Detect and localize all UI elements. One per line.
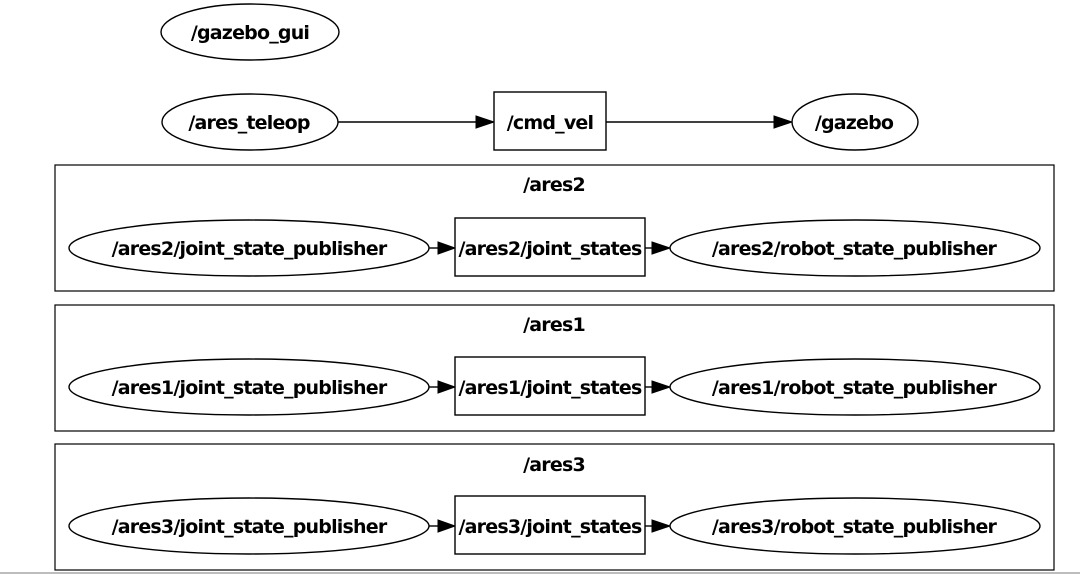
node-ares2-robot-state-publisher-label: /ares2/robot_state_publisher <box>712 238 998 260</box>
cluster-ares1-label: /ares1 <box>523 314 585 336</box>
edge-cmd-vel-to-gazebo <box>606 115 794 129</box>
edge-ares2-publisher-to-joint-states <box>429 241 457 255</box>
node-gazebo[interactable]: /gazebo <box>791 93 919 151</box>
cluster-ares3: /ares3 /ares3/joint_state_publisher /are… <box>54 443 1055 571</box>
cluster-ares2-label: /ares2 <box>523 174 585 196</box>
node-ares1-robot-state-publisher-label: /ares1/robot_state_publisher <box>712 377 998 399</box>
edge-ares3-publisher-to-joint-states <box>429 519 457 533</box>
topic-ares3-joint-states-label: /ares3/joint_states <box>459 516 642 538</box>
node-ares2-joint-state-publisher[interactable]: /ares2/joint_state_publisher <box>68 219 430 277</box>
edge-ares-teleop-to-cmd-vel <box>338 115 496 129</box>
topic-ares1-joint-states-label: /ares1/joint_states <box>459 377 642 399</box>
cluster-ares3-label: /ares3 <box>523 454 585 476</box>
node-ares1-robot-state-publisher[interactable]: /ares1/robot_state_publisher <box>669 358 1041 416</box>
topic-cmd-vel[interactable]: /cmd_vel <box>493 91 607 151</box>
node-ares-teleop-label: /ares_teleop <box>188 112 309 134</box>
topic-ares2-joint-states-label: /ares2/joint_states <box>459 238 642 260</box>
node-ares1-joint-state-publisher[interactable]: /ares1/joint_state_publisher <box>68 358 430 416</box>
node-ares2-joint-state-publisher-label: /ares2/joint_state_publisher <box>112 238 388 260</box>
edge-ares1-joint-states-to-robot-state-publisher <box>645 380 672 394</box>
node-ares3-robot-state-publisher[interactable]: /ares3/robot_state_publisher <box>669 497 1041 555</box>
node-ares3-joint-state-publisher[interactable]: /ares3/joint_state_publisher <box>68 497 430 555</box>
topic-ares2-joint-states[interactable]: /ares2/joint_states <box>454 217 646 277</box>
node-gazebo-label: /gazebo <box>815 112 894 134</box>
topic-ares1-joint-states[interactable]: /ares1/joint_states <box>454 356 646 416</box>
topic-cmd-vel-label: /cmd_vel <box>507 112 594 134</box>
edge-ares3-joint-states-to-robot-state-publisher <box>645 519 672 533</box>
edge-ares2-joint-states-to-robot-state-publisher <box>645 241 672 255</box>
cluster-ares2: /ares2 /ares2/joint_state_publisher /are… <box>54 164 1055 292</box>
node-ares3-joint-state-publisher-label: /ares3/joint_state_publisher <box>112 516 388 538</box>
cluster-ares1: /ares1 /ares1/joint_state_publisher /are… <box>54 304 1055 432</box>
node-ares1-joint-state-publisher-label: /ares1/joint_state_publisher <box>112 377 388 399</box>
node-gazebo-gui-label: /gazebo_gui <box>191 22 309 44</box>
node-ares2-robot-state-publisher[interactable]: /ares2/robot_state_publisher <box>669 219 1041 277</box>
topic-ares3-joint-states[interactable]: /ares3/joint_states <box>454 495 646 555</box>
edge-ares1-publisher-to-joint-states <box>429 380 457 394</box>
node-ares3-robot-state-publisher-label: /ares3/robot_state_publisher <box>712 516 998 538</box>
node-gazebo-gui[interactable]: /gazebo_gui <box>160 3 340 61</box>
node-ares-teleop[interactable]: /ares_teleop <box>161 93 339 151</box>
